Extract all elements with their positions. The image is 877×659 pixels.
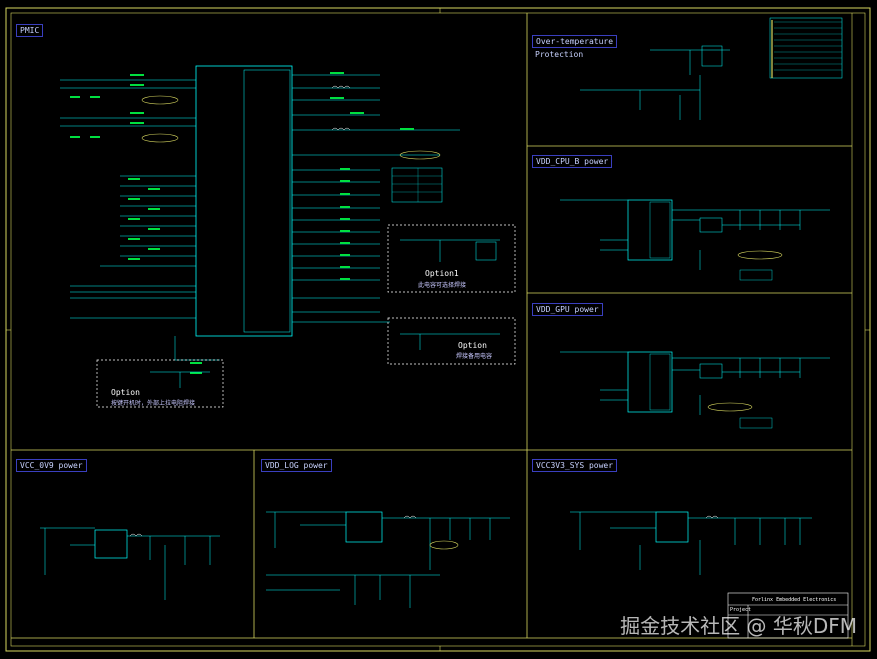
option1-box [387,224,516,293]
section-label-protection: Protection [535,50,584,59]
sheet-inner-border [10,12,866,647]
frame-ticks [6,8,870,651]
title-block [727,592,849,639]
vcc3v3-sys-circuit [570,511,812,575]
option-mid-note: 焊接备用电容 [456,353,493,360]
option-mid-label: Option [458,341,487,350]
vdd-log-circuit [266,511,510,608]
option-low-label: Option [111,388,140,397]
option1-note: 此电容可选择焊接 [418,282,467,289]
option-mid-box [387,317,516,365]
watermark-text: 掘金技术社区 @ 华秋DFM [620,614,857,638]
section-label-vcc3v3-sys: VCC3V3_SYS power [532,459,618,472]
vdd-cpu-b-circuit [560,199,830,281]
section-label-vdd-cpu-b: VDD_CPU_B power [532,155,613,168]
section-label-vdd-gpu: VDD_GPU power [532,303,603,316]
pmic-circuit [60,65,460,374]
option-low-note: 按键开机时，外部上拉电阻焊接 [111,400,196,407]
sheet-border [5,7,871,652]
vcc-0v9-circuit [40,527,220,600]
pmic-chip [195,65,293,337]
title-block-project-label: Project [730,607,752,613]
title-block-company: Forlinx Embedded Electronics [752,597,837,603]
section-label-vdd-log: VDD_LOG power [261,459,332,472]
vdd-gpu-circuit [560,351,830,429]
section-label-vcc-0v9: VCC_0V9 power [16,459,87,472]
connector-header [769,17,843,79]
pmic-config-table [391,167,443,203]
over-temperature-circuit [580,45,730,120]
section-label-pmic: PMIC [16,24,44,37]
pmic-chip-inner [243,69,291,333]
option-low-box [96,359,224,408]
option1-label: Option1 [425,269,459,278]
section-label-over-temperature: Over-temperature [532,35,618,48]
